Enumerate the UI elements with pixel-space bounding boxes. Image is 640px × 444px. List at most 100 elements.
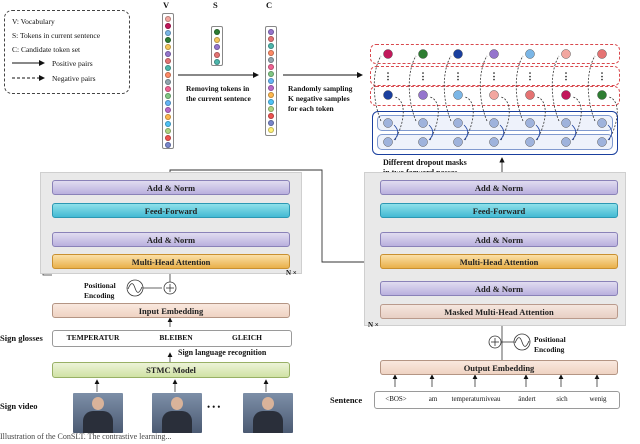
positive-group-box bbox=[372, 111, 618, 155]
pair-arrow bbox=[428, 124, 434, 141]
token-dot bbox=[165, 51, 171, 57]
token-dot bbox=[268, 57, 274, 63]
grid-dot bbox=[418, 49, 428, 59]
sample-text-2: K negative samples bbox=[288, 94, 350, 103]
token-dot bbox=[165, 30, 171, 36]
sentence-label: Sentence bbox=[330, 395, 363, 405]
figure-caption: Illustration of the ConSLT. The contrast… bbox=[0, 432, 172, 441]
token-dot bbox=[214, 51, 220, 58]
grid-dot bbox=[383, 49, 393, 59]
slr-label: Sign language recognition bbox=[178, 348, 267, 357]
sentence-token: ändert bbox=[518, 395, 536, 403]
grid-dot bbox=[561, 49, 571, 59]
grid-ellipsis: ⋮ bbox=[490, 71, 499, 81]
grid-dot bbox=[383, 90, 393, 100]
dropout-text-1: Different dropout masks bbox=[383, 158, 467, 167]
grid-dot bbox=[525, 118, 535, 128]
decoder-feed-forward: Feed-Forward bbox=[380, 203, 618, 218]
token-dot bbox=[268, 78, 274, 84]
decoder-multi-head-attention: Multi-Head Attention bbox=[380, 254, 618, 269]
negative-box-3 bbox=[370, 86, 620, 106]
sentence-token: am bbox=[428, 395, 438, 403]
pair-arrow bbox=[463, 124, 469, 141]
sign-video-label: Sign video bbox=[0, 401, 38, 411]
grid-dot bbox=[418, 90, 428, 100]
legend-arrows bbox=[12, 60, 45, 81]
token-dot bbox=[165, 58, 171, 64]
grid-dot bbox=[453, 49, 463, 59]
gloss-token: TEMPERATUR bbox=[66, 333, 120, 342]
pair-arrow bbox=[515, 55, 524, 122]
remove-text-2: the current sentence bbox=[186, 94, 251, 103]
token-dot bbox=[165, 79, 171, 85]
grid-dot bbox=[489, 118, 499, 128]
token-dot bbox=[214, 44, 220, 50]
encoder-multi-head-attention: Multi-Head Attention bbox=[52, 254, 290, 269]
pos-enc-decoder-label-1: Positional bbox=[534, 335, 566, 344]
label-s: S bbox=[213, 0, 218, 10]
input-embedding: Input Embedding bbox=[52, 303, 290, 318]
token-dot bbox=[268, 50, 274, 56]
grid-dot bbox=[489, 90, 499, 100]
decoder-block bbox=[364, 172, 626, 326]
grid-dot bbox=[453, 90, 463, 100]
sentence-token: <BOS> bbox=[385, 395, 407, 403]
output-embedding: Output Embedding bbox=[380, 360, 618, 375]
sentence-token: wenig bbox=[589, 395, 607, 403]
decoder-nx: N × bbox=[368, 321, 379, 329]
grid-dot bbox=[597, 90, 607, 100]
token-dot bbox=[165, 93, 171, 99]
encoder-add-norm-top: Add & Norm bbox=[52, 180, 290, 195]
token-dot bbox=[268, 92, 274, 98]
token-dot bbox=[165, 100, 171, 106]
grid-dot bbox=[383, 137, 393, 147]
grid-ellipsis: ⋮ bbox=[419, 71, 428, 81]
encoder-feed-forward: Feed-Forward bbox=[52, 203, 290, 218]
legend-positive: Positive pairs bbox=[52, 59, 93, 68]
token-dot bbox=[268, 85, 274, 91]
token-dot bbox=[214, 29, 220, 35]
negative-box-2 bbox=[370, 66, 620, 86]
gloss-token: BLEIBEN bbox=[159, 333, 193, 342]
pair-arrow bbox=[393, 124, 399, 141]
grid-dot bbox=[597, 49, 607, 59]
pair-arrow bbox=[551, 55, 560, 122]
sentence-token: temperaturniveau bbox=[451, 395, 501, 403]
pair-arrow bbox=[535, 124, 541, 141]
grid-ellipsis: ⋮ bbox=[454, 71, 463, 81]
token-dot bbox=[165, 107, 171, 113]
token-dot bbox=[165, 114, 171, 120]
grid-dot bbox=[383, 118, 393, 128]
grid-dot bbox=[453, 118, 463, 128]
grid-dot bbox=[561, 90, 571, 100]
remove-text-1: Removing tokens in bbox=[186, 84, 250, 93]
gloss-row: TEMPERATUR BLEIBEN GLEICH bbox=[52, 330, 292, 347]
grid-ellipsis: ⋮ bbox=[562, 71, 571, 81]
decoder-add-norm-low: Add & Norm bbox=[380, 281, 618, 296]
pair-arrow bbox=[479, 55, 488, 122]
video-frame-2 bbox=[152, 393, 202, 433]
pair-arrow bbox=[571, 124, 577, 141]
grid-dot bbox=[525, 90, 535, 100]
grid-dot bbox=[561, 118, 571, 128]
token-dot bbox=[165, 121, 171, 127]
pair-arrow bbox=[607, 124, 613, 141]
encoder-nx: N × bbox=[286, 269, 297, 277]
token-dot bbox=[165, 23, 171, 29]
legend-negative: Negative pairs bbox=[52, 74, 96, 83]
sentence-row: <BOS> am temperaturniveau ändert sich we… bbox=[374, 391, 620, 409]
encoder-add-norm-bottom: Add & Norm bbox=[52, 232, 290, 247]
token-dot bbox=[165, 37, 171, 43]
legend-sentence-tokens: S: Tokens in current sentence bbox=[12, 31, 101, 40]
video-ellipsis: ••• bbox=[207, 402, 223, 412]
decoder-add-norm-top: Add & Norm bbox=[380, 180, 618, 195]
token-dot bbox=[165, 135, 171, 141]
grid-dot bbox=[597, 137, 607, 147]
grid-ellipsis: ⋮ bbox=[598, 71, 607, 81]
label-c: C bbox=[266, 0, 273, 10]
token-dot bbox=[268, 106, 274, 112]
decoder-masked-multi-head-attention: Masked Multi-Head Attention bbox=[380, 304, 618, 319]
pos-enc-label-2: Encoding bbox=[84, 291, 115, 300]
grid-dot bbox=[489, 49, 499, 59]
